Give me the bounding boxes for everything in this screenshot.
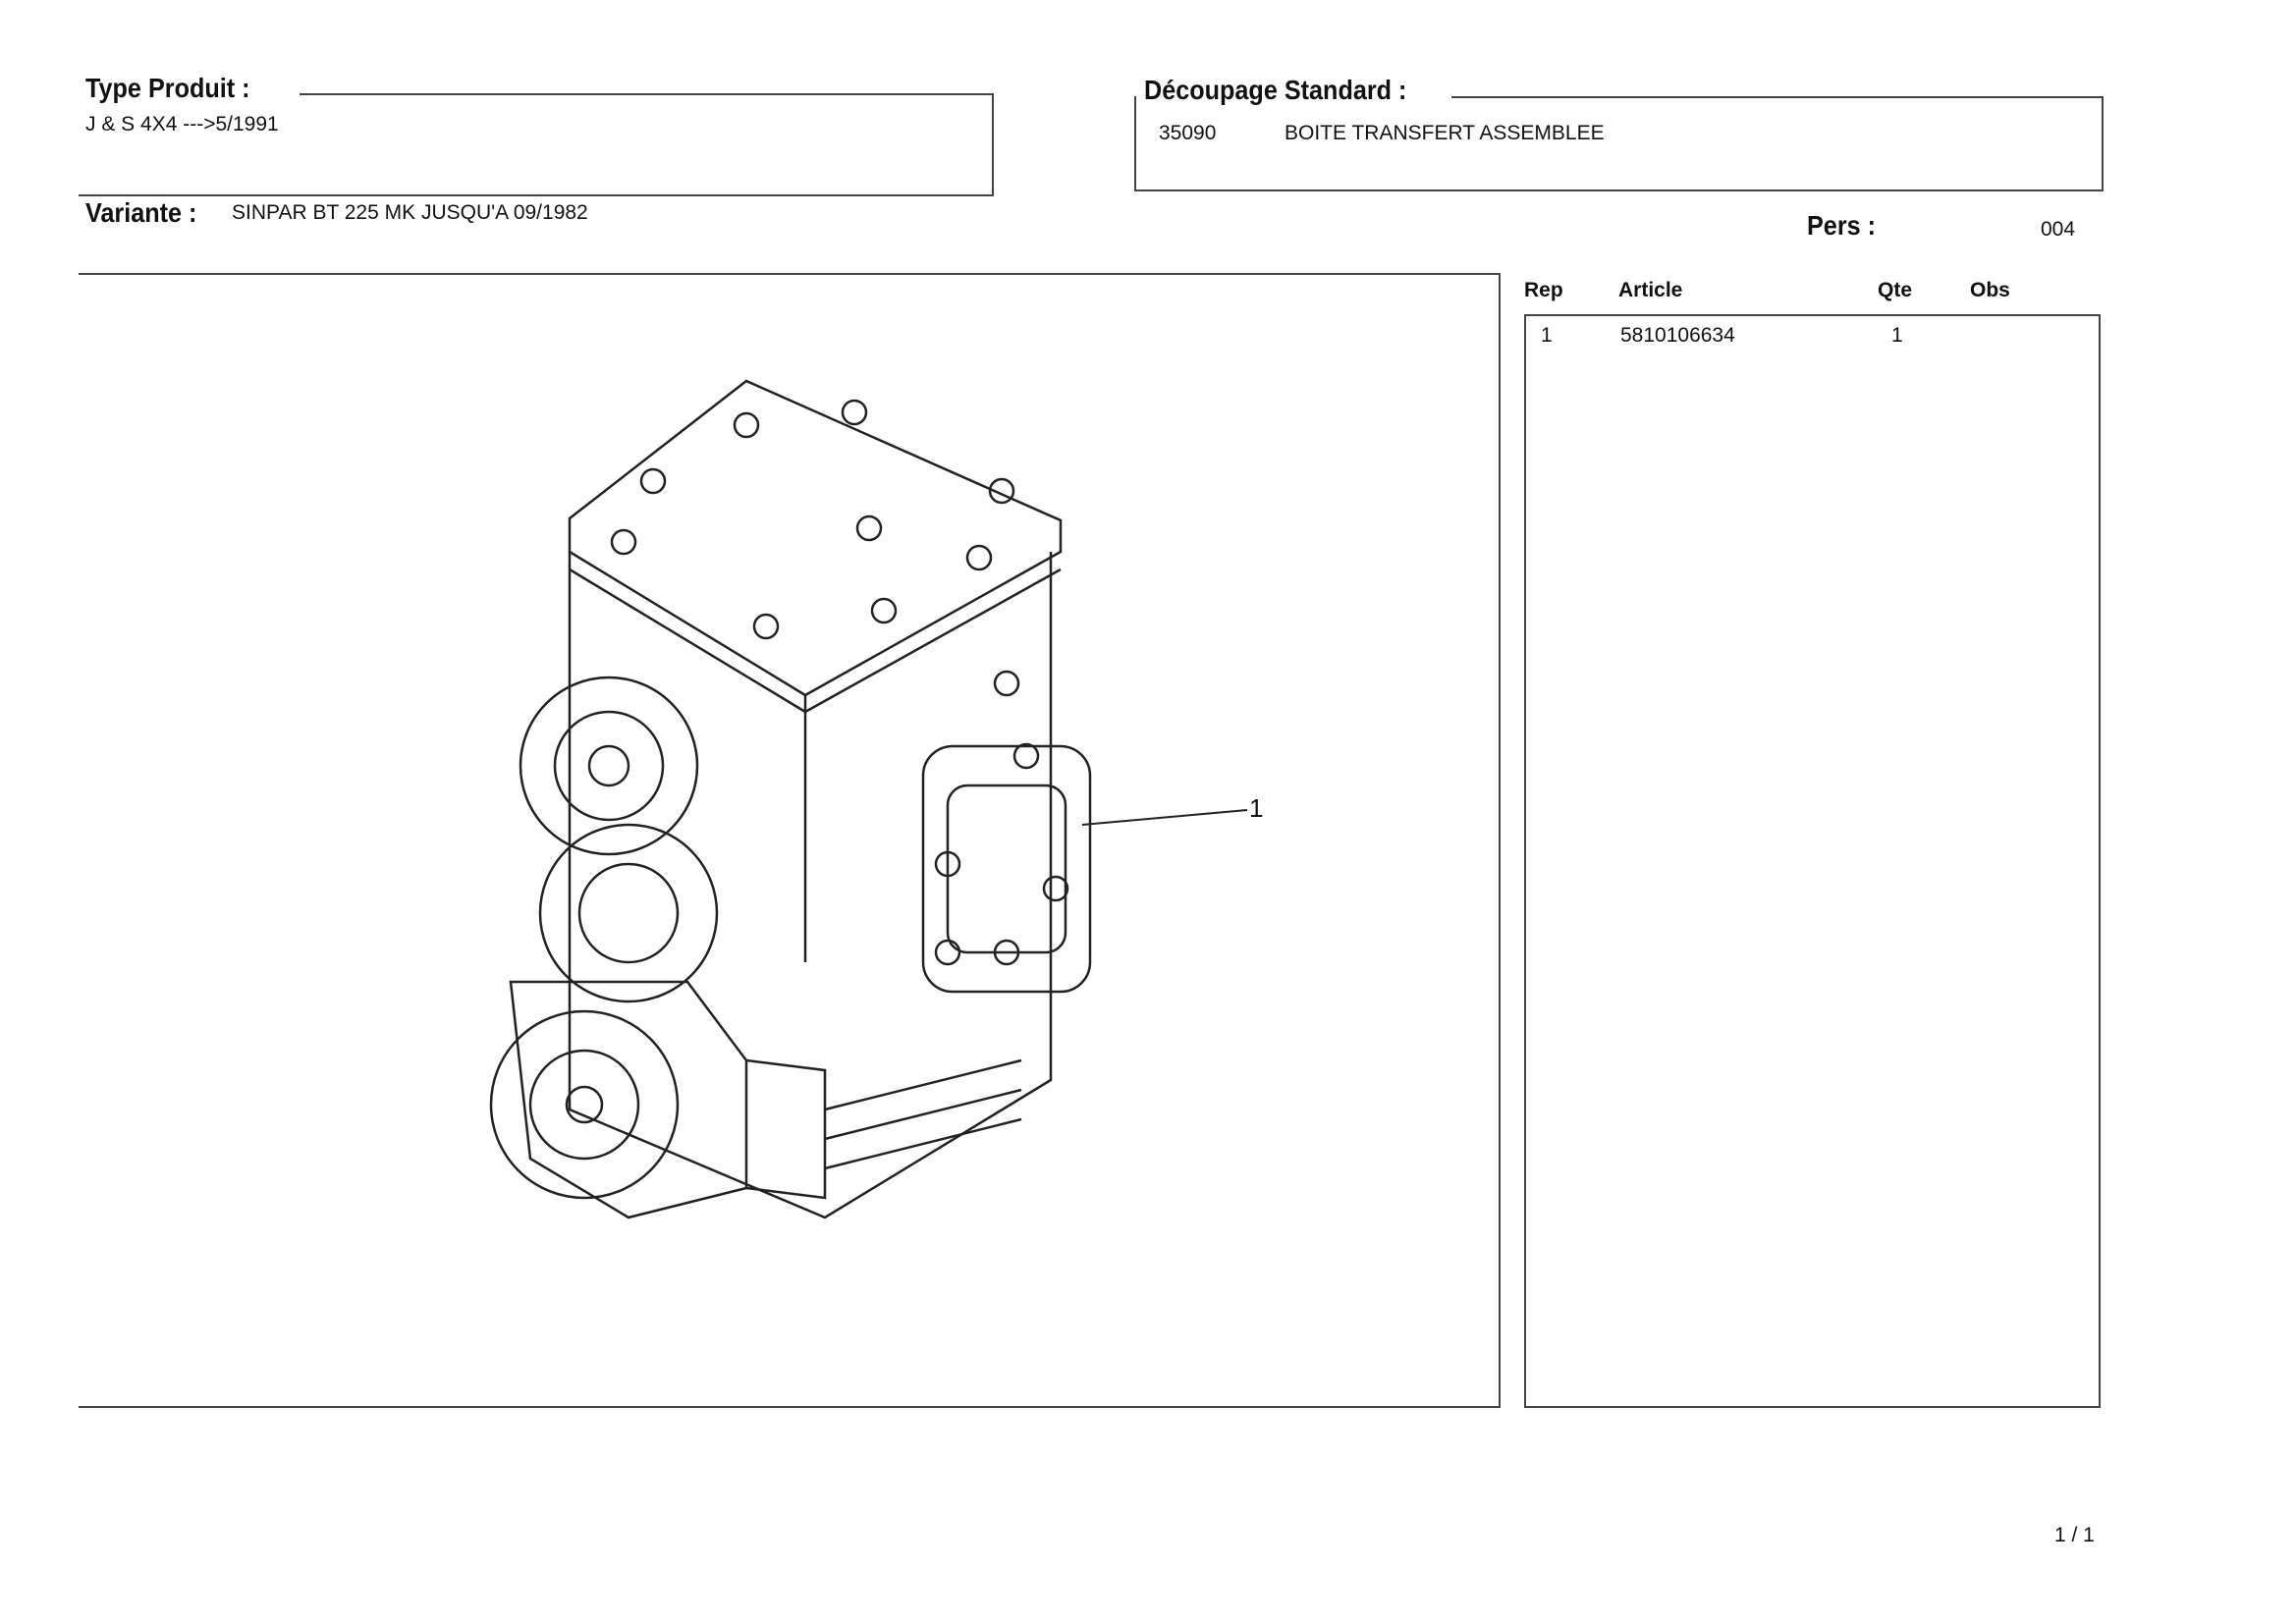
type-produit-topline (300, 93, 994, 95)
type-produit-value: J & S 4X4 --->5/1991 (85, 113, 279, 135)
col-article: Article (1618, 279, 1683, 301)
decoupage-label: Découpage Standard : (1144, 75, 1407, 105)
callout-1: 1 (1249, 793, 1264, 823)
row-rep: 1 (1541, 324, 1553, 347)
parts-table: 1 5810106634 1 (1524, 314, 2101, 1408)
col-rep: Rep (1524, 279, 1563, 301)
pers-label: Pers : (1807, 210, 1877, 241)
decoupage-desc: BOITE TRANSFERT ASSEMBLEE (1285, 122, 1605, 144)
pers-value: 004 (2041, 218, 2076, 241)
type-produit-box (79, 93, 994, 196)
col-obs: Obs (1970, 279, 2010, 301)
drawing-frame: 1 (79, 273, 1501, 1408)
row-qte: 1 (1891, 324, 1903, 347)
page-number: 1 / 1 (2054, 1524, 2095, 1546)
decoupage-box (1134, 96, 2104, 191)
transfer-box-illustration (489, 379, 1248, 1219)
col-qte: Qte (1878, 279, 1913, 301)
decoupage-code: 35090 (1159, 122, 1217, 144)
decoupage-topline (1451, 96, 2102, 98)
table-row[interactable]: 1 5810106634 1 (1526, 316, 2099, 355)
variante-label: Variante : (85, 197, 197, 228)
type-produit-label: Type Produit : (85, 73, 250, 103)
variante-value: SINPAR BT 225 MK JUSQU'A 09/1982 (232, 201, 588, 224)
row-article: 5810106634 (1620, 324, 1735, 347)
